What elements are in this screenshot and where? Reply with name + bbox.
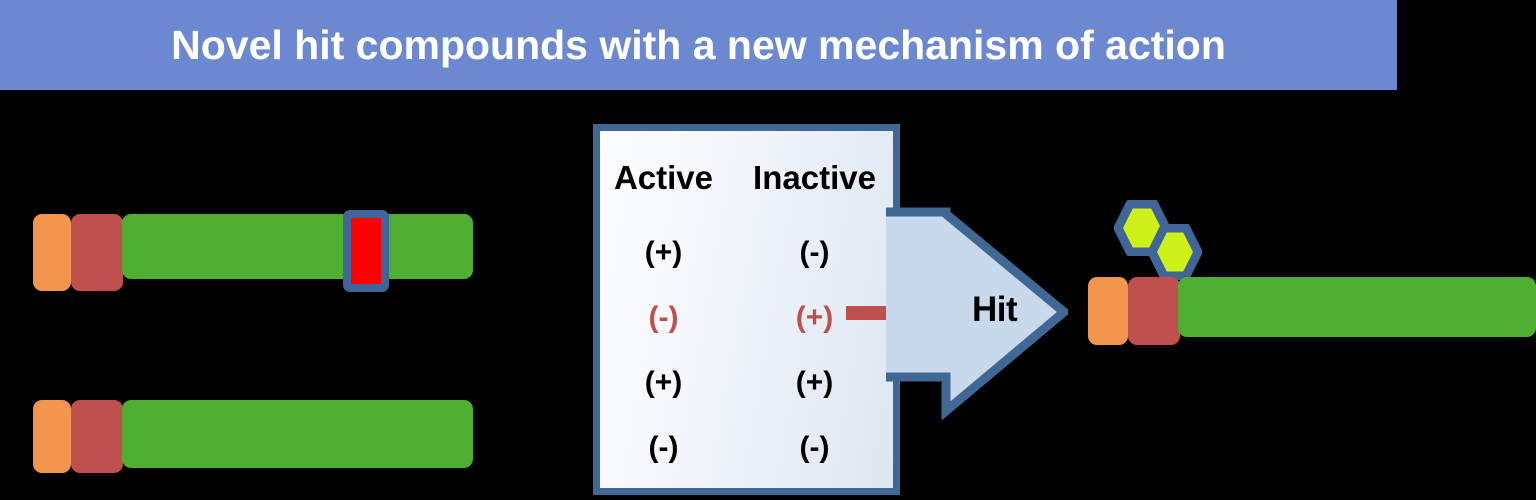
table-row: (+) (-) (600, 236, 893, 270)
cell-active-1: (+) (644, 236, 683, 269)
green-domain-segment (122, 400, 473, 468)
green-domain-segment (1178, 277, 1536, 337)
cell-active-2: (-) (648, 301, 679, 334)
red-domain-segment (1128, 277, 1180, 345)
table-row: (-) (-) (600, 431, 893, 465)
cell-active-3: (+) (644, 366, 683, 399)
column-header-active: Active (613, 159, 714, 196)
compound-hexagon-icon-2 (1148, 224, 1202, 280)
red-domain-segment (71, 400, 123, 473)
arrow-label-hit: Hit (972, 290, 1018, 329)
mutation-marker-icon (343, 210, 389, 292)
panel-column-headers: Active Inactive (600, 159, 893, 197)
page-title: Novel hit compounds with a new mechanism… (171, 21, 1226, 68)
cell-inactive-2: (+) (795, 301, 834, 334)
cell-inactive-1: (-) (799, 236, 830, 269)
column-header-inactive: Inactive (753, 159, 876, 196)
orange-domain-segment (1088, 277, 1128, 345)
table-row-highlighted: (-) (+) (600, 301, 893, 335)
green-domain-segment (122, 214, 473, 279)
cell-inactive-4: (-) (799, 431, 830, 464)
orange-domain-segment (33, 214, 71, 291)
title-banner: Novel hit compounds with a new mechanism… (0, 0, 1397, 90)
mutant-protein-bar (0, 0, 500, 500)
cell-inactive-3: (+) (795, 366, 834, 399)
cell-active-4: (-) (648, 431, 679, 464)
wildtype-protein-bar (0, 0, 500, 500)
table-row: (+) (+) (600, 366, 893, 400)
process-arrow-icon (886, 207, 1068, 421)
orange-domain-segment (33, 400, 71, 473)
red-domain-segment (71, 214, 123, 291)
